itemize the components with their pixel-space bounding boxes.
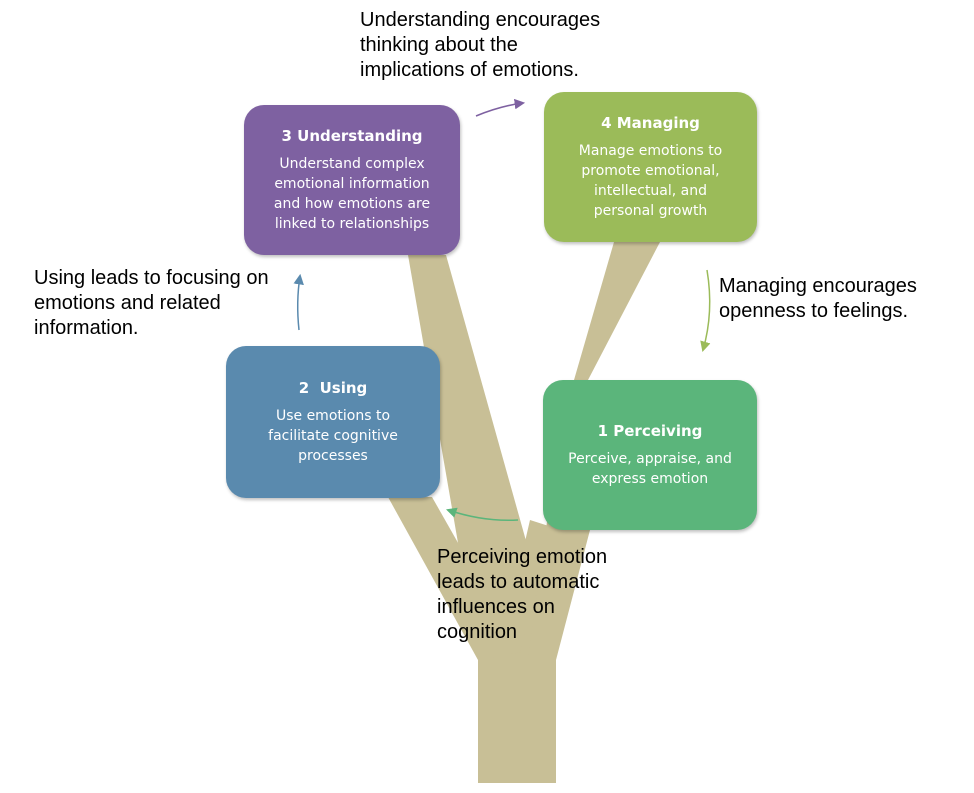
managing-box: 4 Managing Manage emotions to promote em… xyxy=(544,92,757,242)
label-managing-to-perceiving: Managing encourages openness to feelings… xyxy=(719,275,917,322)
branch-understanding xyxy=(408,255,556,658)
branch-lower-right xyxy=(500,520,555,652)
arrow-perceiving-to-using xyxy=(446,507,519,522)
understanding-description: Understand complex emotional information… xyxy=(273,156,431,232)
label-perceiving-to-using: Perceiving emotion leads to automatic in… xyxy=(437,546,608,643)
using-description: Use emotions to facilitate cognitive pro… xyxy=(268,408,398,464)
managing-title: 4 Managing xyxy=(601,114,700,132)
tree-trunk xyxy=(388,242,660,783)
perceiving-title: 1 Perceiving xyxy=(597,422,703,440)
branch-using xyxy=(388,497,520,660)
perceiving-box: 1 Perceiving Perceive, appraise, and exp… xyxy=(543,380,757,530)
label-understanding-to-managing: Understanding encourages thinking about … xyxy=(360,9,601,81)
using-box: 2 Using Use emotions to facilitate cogni… xyxy=(226,346,440,498)
managing-description: Manage emotions to promote emotional, in… xyxy=(578,143,723,219)
perceiving-description: Perceive, appraise, and express emotion xyxy=(568,451,732,487)
arrow-understanding-to-managing xyxy=(475,98,526,117)
label-using-to-understanding: Using leads to focusing on emotions and … xyxy=(34,267,269,339)
branch-managing xyxy=(574,242,660,380)
understanding-title: 3 Understanding xyxy=(281,127,423,145)
trunk-base xyxy=(478,648,556,783)
arrow-managing-to-perceiving xyxy=(700,269,711,353)
arrow-using-to-understanding xyxy=(293,273,304,331)
using-title: 2 Using xyxy=(298,379,368,397)
understanding-box: 3 Understanding Understand complex emoti… xyxy=(244,105,460,255)
